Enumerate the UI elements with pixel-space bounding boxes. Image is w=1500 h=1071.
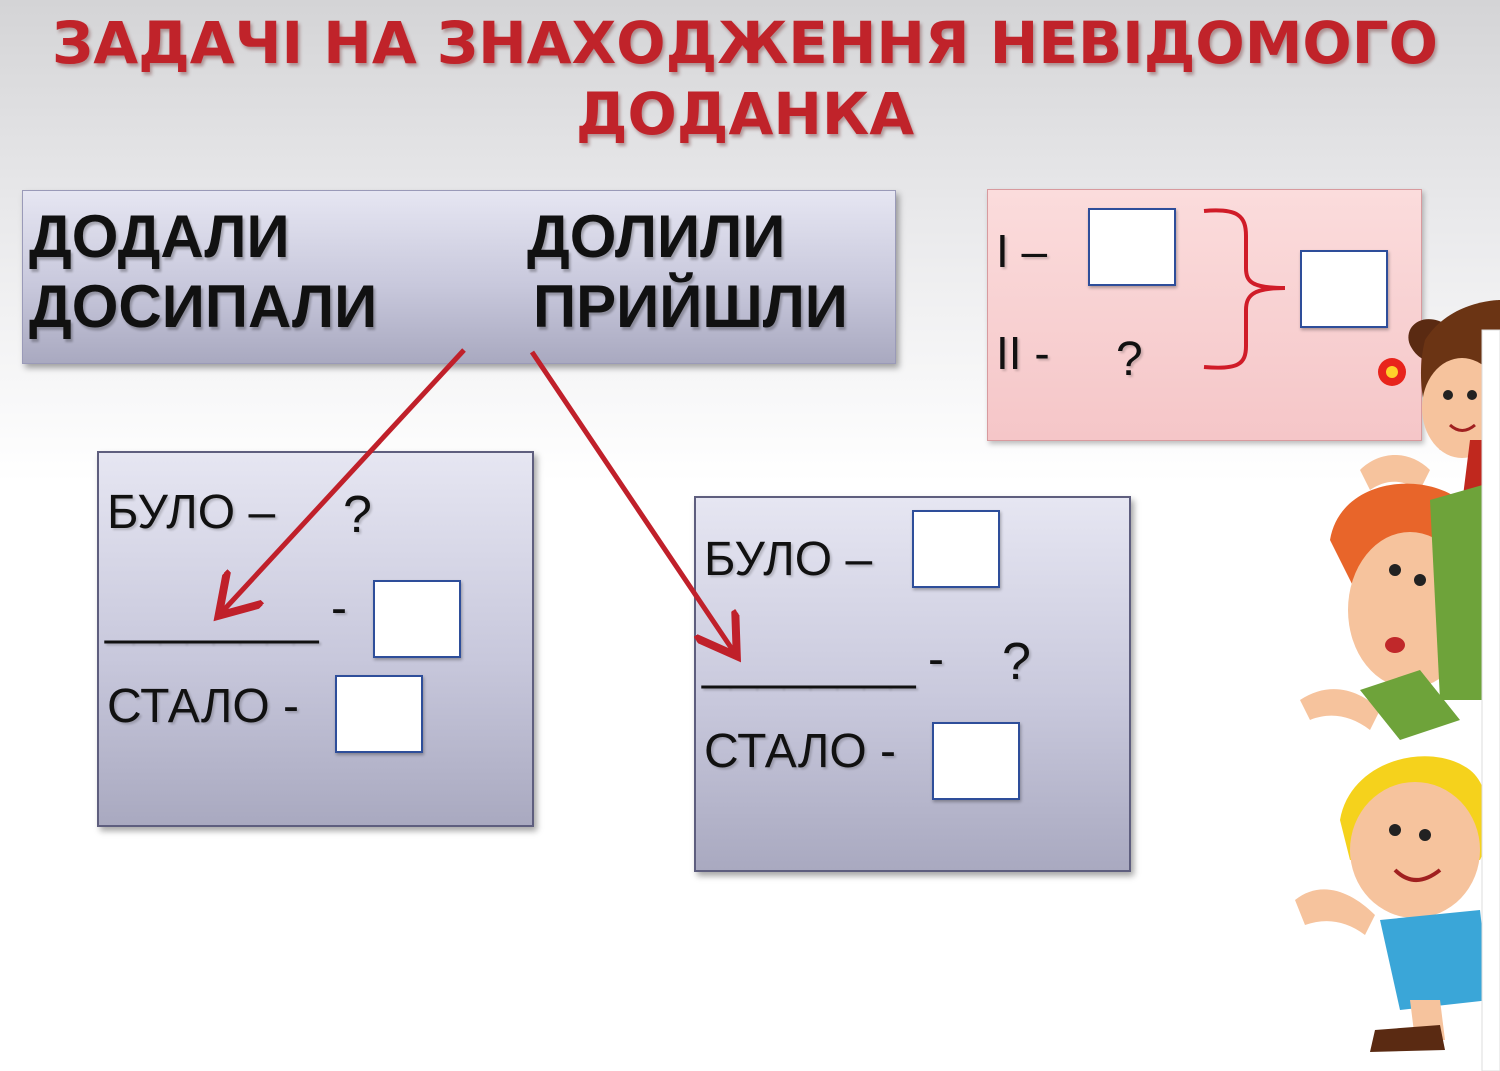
scheme-brace — [1203, 208, 1286, 370]
redhead-child-illustration — [1300, 480, 1500, 740]
right-stalo-label: СТАЛО - — [704, 725, 897, 778]
right-dash: - — [928, 633, 944, 686]
task-box-right: БУЛО – ________ - ? СТАЛО - — [694, 496, 1131, 872]
scheme-total-box — [1300, 250, 1388, 328]
left-bulo-label: БУЛО – — [107, 486, 276, 539]
scheme-row-2-value: ? — [1116, 333, 1143, 386]
arrow-left — [222, 348, 466, 612]
right-start-box — [912, 510, 1000, 588]
blond-boy-illustration — [1295, 756, 1490, 1052]
page-edge — [1481, 329, 1500, 1071]
keyword-dosypaly: ДОСИПАЛИ — [29, 273, 378, 340]
left-stalo-label: СТАЛО - — [107, 680, 300, 733]
left-dash: - — [331, 582, 347, 635]
page-title: ЗАДАЧІ НА ЗНАХОДЖЕННЯ НЕВІДОМОГО ДОДАНКА — [0, 8, 1490, 150]
left-blank-line: ________ — [105, 592, 319, 645]
right-bulo-label: БУЛО – — [704, 533, 873, 586]
keywords-box: ДОДАЛИ ДОЛИЛИ ДОСИПАЛИ ПРИЙШЛИ — [22, 190, 896, 364]
scheme-box: І – ІІ - ? — [987, 189, 1422, 441]
keyword-dolyly: ДОЛИЛИ — [527, 203, 786, 270]
title-line-2: ДОДАНКА — [575, 79, 915, 148]
left-bulo-value: ? — [343, 486, 372, 544]
right-mid-value: ? — [1002, 633, 1031, 691]
left-change-box — [373, 580, 461, 658]
arrow-right — [529, 350, 734, 652]
left-result-box — [335, 675, 423, 753]
right-result-box — [932, 722, 1020, 800]
keyword-pryishly: ПРИЙШЛИ — [533, 273, 848, 340]
keyword-dodaly: ДОДАЛИ — [29, 203, 290, 270]
title-line-1: ЗАДАЧІ НА ЗНАХОДЖЕННЯ НЕВІДОМОГО — [52, 9, 1438, 77]
scheme-row-1-label: І – — [996, 225, 1048, 277]
scheme-row-1-box — [1088, 208, 1176, 286]
scheme-row-2-label: ІІ - — [996, 327, 1050, 379]
